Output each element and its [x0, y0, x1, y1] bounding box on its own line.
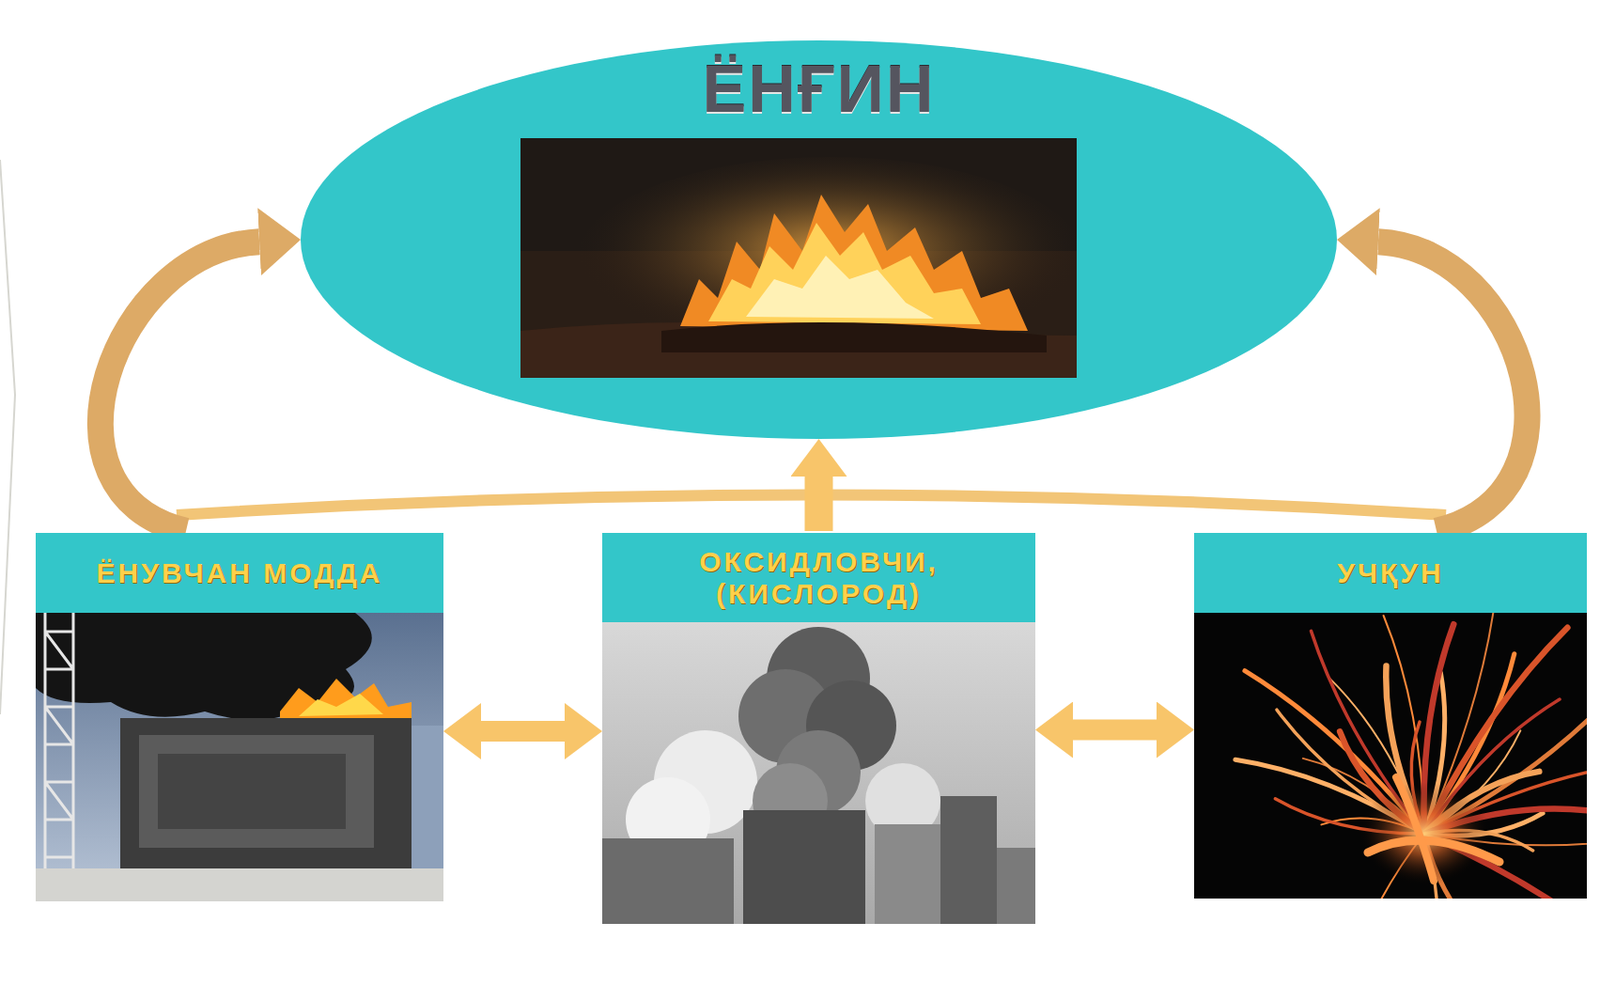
connector-arrow: [1378, 241, 1528, 531]
tank-photo: [35, 612, 444, 901]
graphic-part: [520, 322, 1077, 378]
graphic-part: [743, 809, 866, 924]
graphic-part: [1396, 776, 1434, 881]
graphic-part: [157, 753, 346, 829]
graphic-part: [120, 717, 412, 869]
graphic-part: [602, 621, 1036, 924]
ellipse-fill: [300, 40, 1337, 439]
node-title: ЁНҒИН: [300, 53, 1337, 126]
graphic-part: [139, 734, 374, 848]
connector-arrow: [805, 476, 834, 531]
graphic-part: [602, 838, 734, 924]
box-header: УЧҚУН: [1194, 532, 1587, 613]
graphic-part: [940, 795, 997, 924]
connector-arrow: [1072, 719, 1157, 741]
graphic-part: [1358, 781, 1491, 886]
graphic-part: [279, 678, 412, 724]
factor-box: УЧҚУН: [1194, 532, 1587, 899]
fire-photo: [520, 138, 1077, 378]
graphic-part: [35, 612, 444, 901]
connector-arrow: [481, 720, 565, 742]
graphic-part: [1194, 612, 1587, 899]
graphic-part: [411, 725, 444, 869]
graphic-part: [298, 693, 384, 716]
box-header: ЁНУВЧАН МОДДА: [35, 532, 444, 613]
slide-line: [0, 159, 16, 715]
graphic-part: [35, 868, 444, 901]
graphic-part: [874, 823, 941, 924]
box-label: УЧҚУН: [1336, 557, 1444, 590]
connector-arrow: [100, 241, 260, 531]
ellipse-node: ЁНҒИН: [300, 40, 1337, 439]
factor-box: ЁНУВЧАН МОДДА: [35, 532, 444, 901]
box-header: ОКСИДЛОВЧИ, (КИСЛОРОД): [602, 532, 1036, 622]
sparks-photo: [1194, 612, 1587, 899]
graphic-part: [708, 222, 981, 325]
factor-box: ОКСИДЛОВЧИ, (КИСЛОРОД): [602, 532, 1036, 924]
graphic-part: [996, 847, 1036, 924]
box-label: ОКСИДЛОВЧИ, (КИСЛОРОД): [615, 545, 1023, 609]
graphic-part: [680, 194, 1028, 331]
graphic-part: [745, 255, 934, 319]
box-label: ЁНУВЧАН МОДДА: [95, 557, 383, 590]
graphic-part: [1367, 839, 1500, 862]
smoke-photo: [602, 621, 1036, 924]
graphic-part: [45, 612, 74, 871]
graphic-part: [661, 322, 1047, 353]
